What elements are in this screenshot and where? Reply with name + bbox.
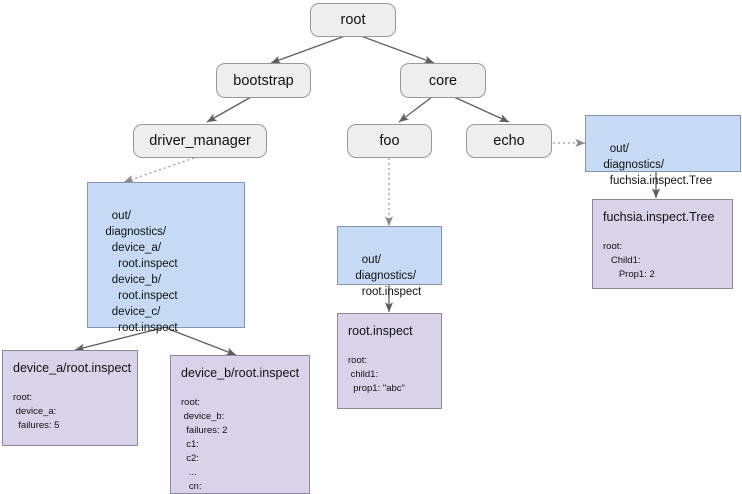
node-bootstrap[interactable]: bootstrap [216, 63, 311, 98]
edge-bootstrap-drivermanager [206, 96, 252, 123]
node-echo[interactable]: echo [466, 124, 552, 158]
databox-foo-inspect-body: root: child1: prop1: "abc" [348, 355, 405, 394]
node-echo-label: echo [493, 133, 525, 149]
databox-device-b-body: root: device_b: failures: 2 c1: c2: ... … [181, 397, 228, 492]
dirbox-driver-manager-out[interactable]: out/ diagnostics/ device_a/ root.inspect… [87, 182, 245, 334]
node-driver-manager[interactable]: driver_manager [133, 124, 267, 158]
databox-fuchsia-tree-title: fuchsia.inspect.Tree [603, 210, 715, 224]
node-foo-label: foo [379, 133, 400, 149]
databox-device-b-inspect[interactable]: device_b/root.inspect root: device_b: fa… [170, 355, 310, 494]
node-core-label: core [428, 72, 458, 89]
databox-fuchsia-inspect-tree[interactable]: fuchsia.inspect.Tree root: Child1: Prop1… [592, 199, 733, 289]
edge-drivermanager-dmout-dotted [123, 157, 195, 183]
edge-core-echo [453, 96, 510, 123]
edge-core-foo [398, 96, 433, 123]
databox-foo-inspect-title: root.inspect [348, 324, 413, 338]
dirbox-foo-out[interactable]: out/ diagnostics/ root.inspect [337, 226, 442, 298]
node-driver-manager-label: driver_manager [149, 133, 251, 149]
edge-root-core [360, 35, 435, 64]
databox-device-a-title: device_a/root.inspect [13, 361, 132, 375]
node-root[interactable]: root [310, 3, 396, 37]
dirbox-echo-out[interactable]: out/ diagnostics/ fuchsia.inspect.Tree [585, 115, 741, 187]
databox-foo-inspect[interactable]: root.inspect root: child1: prop1: "abc" [337, 313, 442, 409]
node-core[interactable]: core [400, 63, 486, 98]
databox-device-a-body: root: device_a: failures: 5 [13, 392, 60, 431]
node-root-label: root [340, 12, 366, 28]
databox-device-a-inspect[interactable]: device_a/root.inspect root: device_a: fa… [2, 350, 138, 446]
node-bootstrap-label: bootstrap [233, 72, 294, 89]
edge-root-bootstrap [270, 35, 346, 64]
dirbox-foo-out-text: out/ diagnostics/ root.inspect [355, 254, 422, 298]
dirbox-echo-out-text: out/ diagnostics/ fuchsia.inspect.Tree [603, 143, 713, 187]
dirbox-driver-manager-out-text: out/ diagnostics/ device_a/ root.inspect… [105, 210, 178, 334]
databox-fuchsia-tree-body: root: Child1: Prop1: 2 [603, 241, 655, 280]
databox-device-b-title: device_b/root.inspect [181, 366, 300, 380]
node-foo[interactable]: foo [347, 124, 432, 158]
